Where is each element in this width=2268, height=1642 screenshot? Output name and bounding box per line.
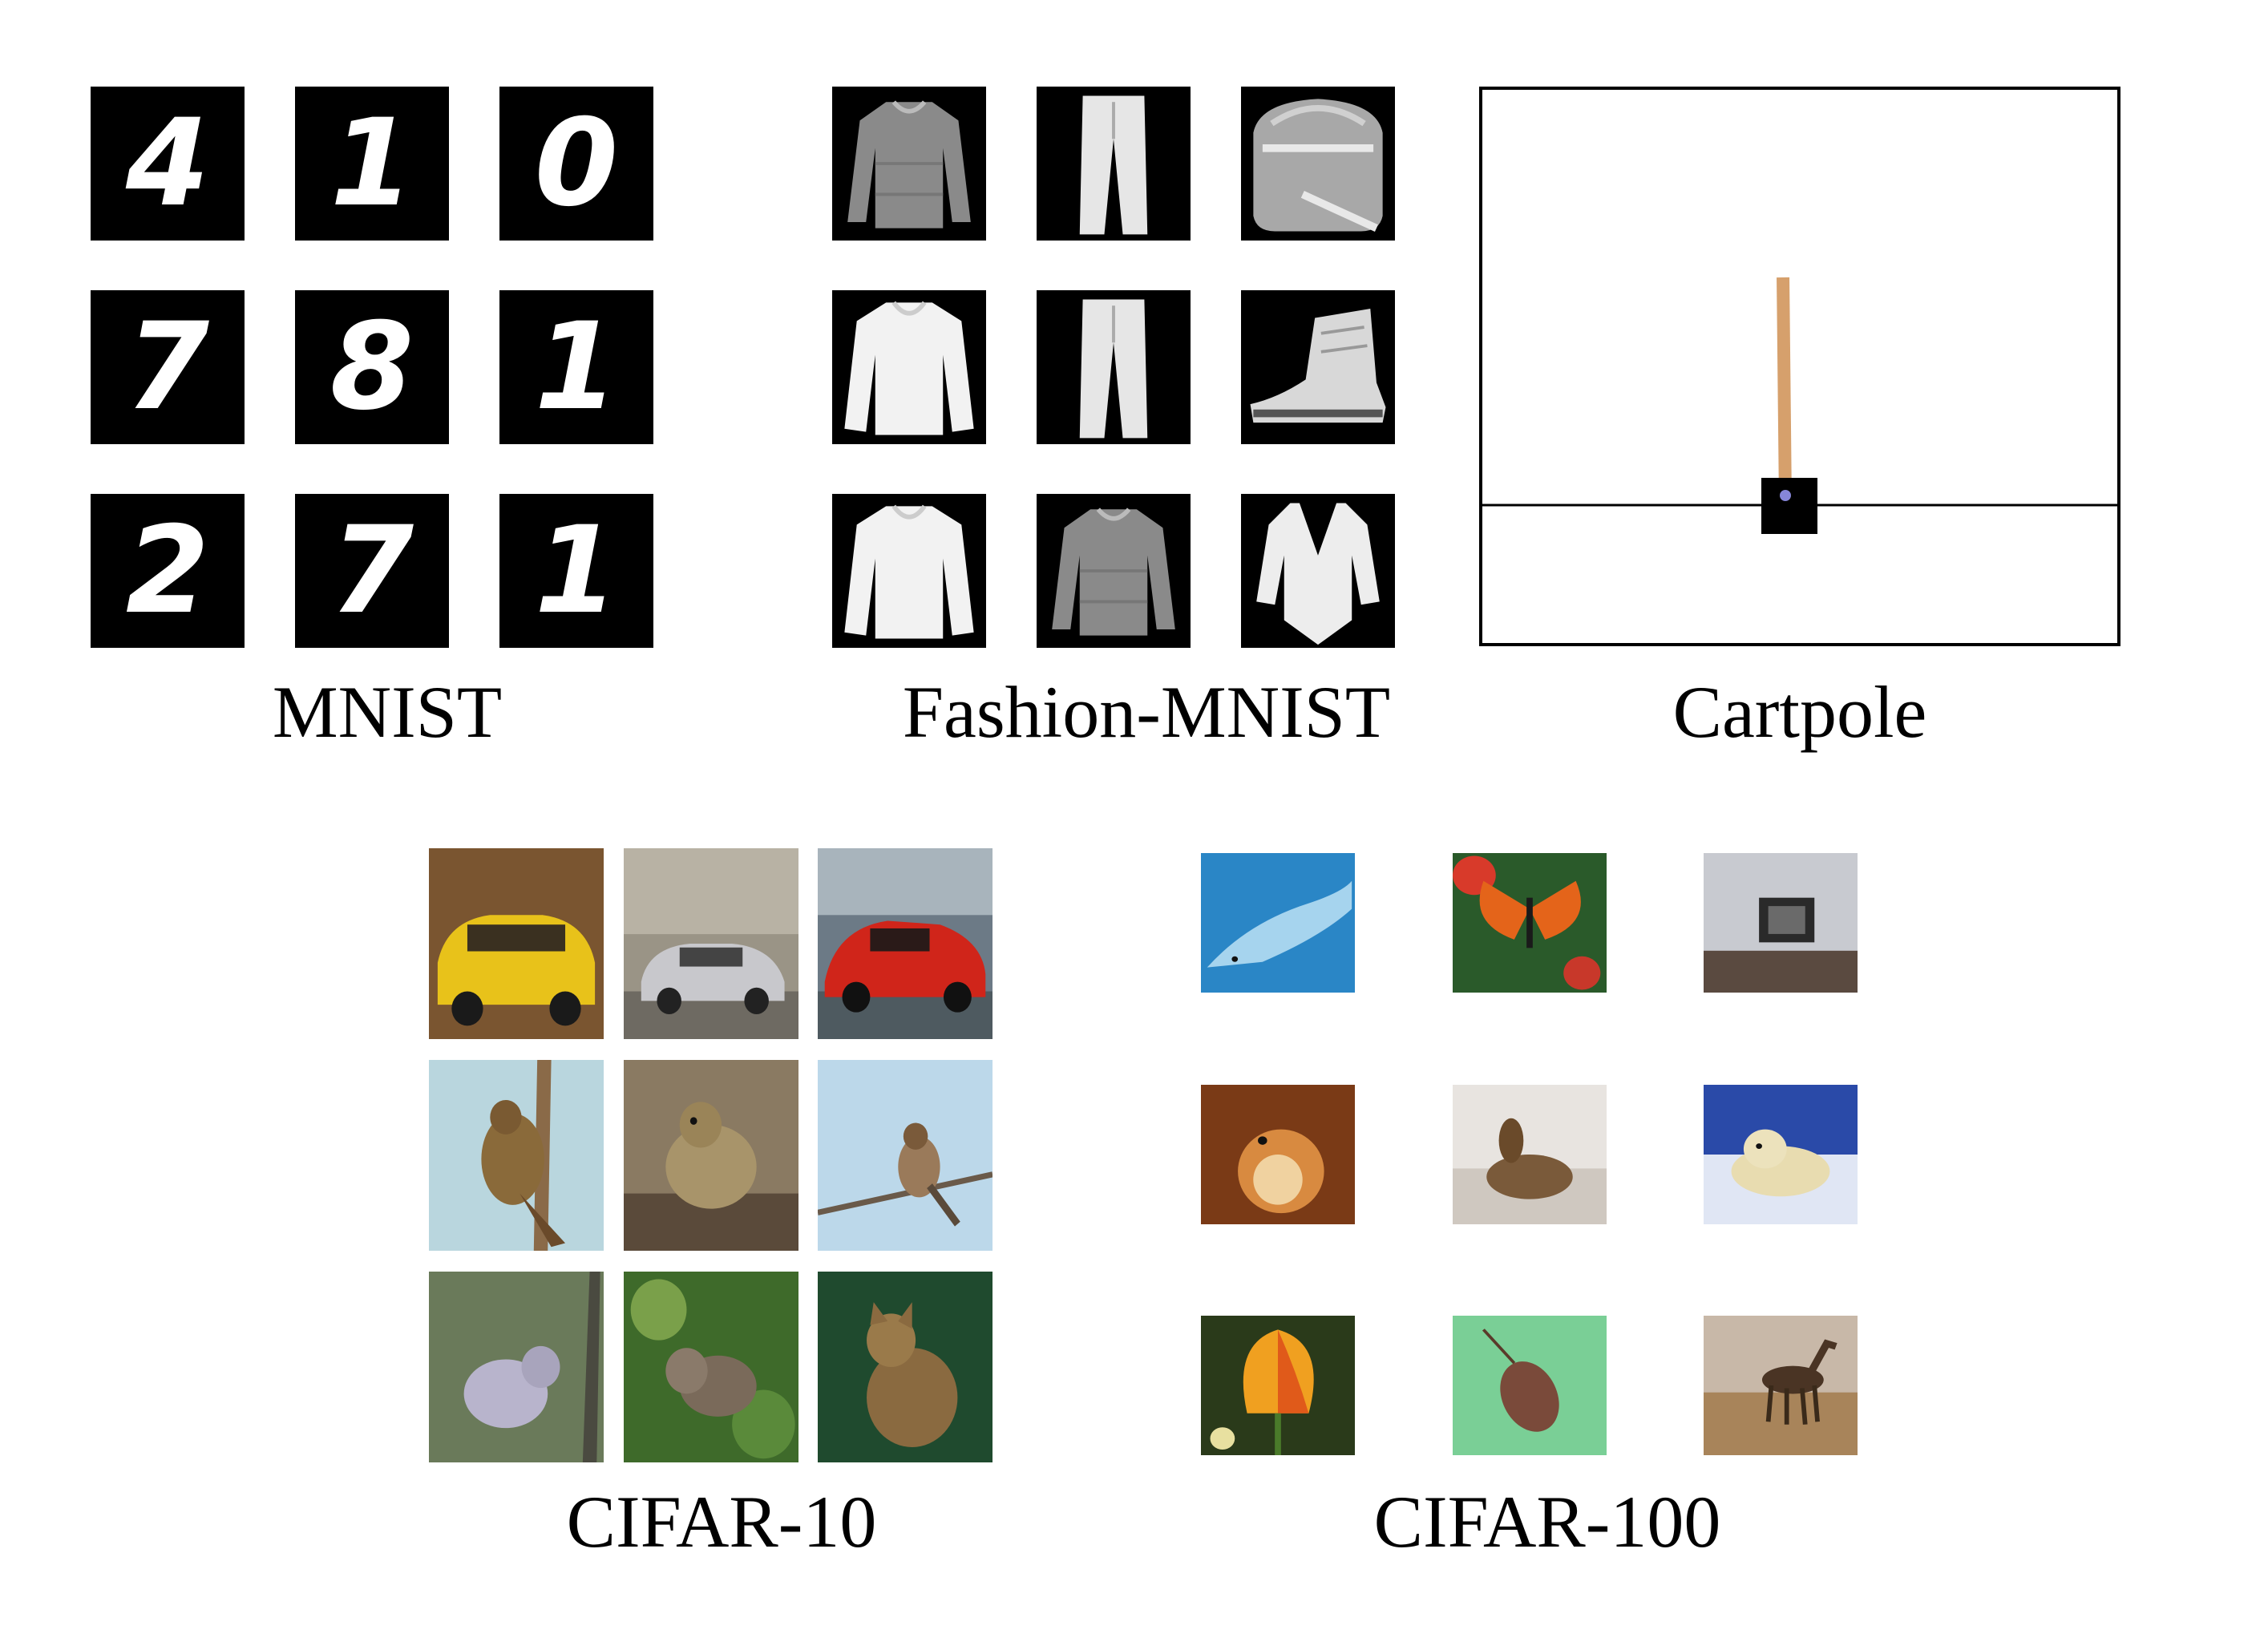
cartpole-pole — [1777, 277, 1792, 504]
bird-on-branch-image — [818, 1060, 993, 1251]
mnist-digit: 7 — [125, 297, 210, 437]
mnist-digit-tile: 1 — [499, 494, 653, 648]
bird-image — [429, 1060, 604, 1251]
tulip-image — [1201, 1316, 1355, 1455]
mnist-digit-tile: 8 — [295, 290, 449, 444]
mnist-digit-tile: 1 — [499, 290, 653, 444]
seal-image — [1704, 1085, 1858, 1224]
cartpole-panel: Cartpole — [1479, 87, 2120, 753]
cifar10-panel: CIFAR-10 — [0, 0, 1122, 1642]
fashion-mnist-panel: Fashion-MNIST — [0, 0, 1443, 770]
mnist-digit: 7 — [329, 501, 414, 641]
silver-car-image — [624, 848, 798, 1039]
cifar10-image-tile — [429, 1272, 604, 1462]
cifar100-label: CIFAR-100 — [1373, 1481, 1721, 1563]
mnist-digit: 1 — [329, 94, 414, 233]
mnist-digit: 4 — [125, 94, 210, 233]
shirt-icon — [844, 301, 974, 435]
shirt-icon — [844, 504, 974, 639]
mnist-digit: 2 — [125, 501, 210, 641]
television-image — [1704, 853, 1858, 993]
hamster-image — [1201, 1085, 1355, 1224]
dress-icon — [1256, 503, 1380, 645]
cartpole-label: Cartpole — [1672, 671, 1927, 753]
cifar10-image-tile — [429, 1060, 604, 1251]
cifar100-image-tile — [1453, 853, 1607, 993]
fashion-mnist-tile — [1241, 494, 1395, 648]
cifar100-image-tile — [1704, 853, 1858, 993]
cat-image — [429, 1272, 604, 1462]
cifar10-image-tile — [429, 848, 604, 1039]
bag-icon — [1253, 99, 1383, 233]
cat-image — [818, 1272, 993, 1462]
cartpole-frame — [1479, 87, 2120, 646]
cifar10-image-tile — [818, 1060, 993, 1251]
mnist-digit-tile: 1 — [295, 87, 449, 241]
camel-image — [1704, 1316, 1858, 1455]
cifar10-image-tile — [624, 1272, 798, 1462]
cifar100-image-tile — [1201, 1085, 1355, 1224]
cifar100-image-tile — [1704, 1316, 1858, 1455]
mnist-digit: 0 — [534, 94, 619, 233]
pullover-icon — [1052, 508, 1175, 636]
cifar10-image-tile — [624, 848, 798, 1039]
bird-image — [624, 1060, 798, 1251]
cartpole-cart — [1761, 478, 1817, 534]
otter-image — [1453, 1085, 1607, 1224]
cifar100-image-tile — [1453, 1316, 1607, 1455]
cifar100-image-tile — [1201, 853, 1355, 993]
mouse-image — [1453, 1316, 1607, 1455]
cartpole-environment — [1479, 87, 2120, 646]
pullover-icon — [847, 100, 971, 229]
fashion-mnist-tile — [1037, 87, 1191, 241]
fashion-mnist-label: Fashion-MNIST — [902, 671, 1391, 753]
fish-image — [1201, 853, 1355, 993]
fashion-mnist-tile — [1241, 87, 1395, 241]
fashion-mnist-tile — [1241, 290, 1395, 444]
fashion-mnist-tile — [1037, 494, 1191, 648]
mnist-digit-tile: 0 — [499, 87, 653, 241]
cifar10-image-tile — [818, 1272, 993, 1462]
mnist-digit-tile: 7 — [91, 290, 245, 444]
trouser-icon — [1079, 95, 1148, 235]
fashion-mnist-tile — [1037, 290, 1191, 444]
mnist-digit-tile: 2 — [91, 494, 245, 648]
cifar100-image-tile — [1201, 1316, 1355, 1455]
butterfly-image — [1453, 853, 1607, 993]
cat-image — [624, 1272, 798, 1462]
cifar100-image-tile — [1704, 1085, 1858, 1224]
red-car-image — [818, 848, 993, 1039]
cifar10-image-tile — [818, 848, 993, 1039]
mnist-digit: 8 — [329, 297, 414, 437]
mnist-digit: 1 — [534, 297, 619, 437]
trouser-icon — [1079, 299, 1148, 439]
mnist-digit-tile: 4 — [91, 87, 245, 241]
fashion-mnist-tile — [832, 494, 986, 648]
mnist-digit: 1 — [534, 501, 619, 641]
yellow-car-image — [429, 848, 604, 1039]
cifar100-image-tile — [1453, 1085, 1607, 1224]
mnist-label: MNIST — [272, 671, 503, 753]
cifar10-label: CIFAR-10 — [566, 1481, 877, 1563]
mnist-digit-tile: 7 — [295, 494, 449, 648]
fashion-mnist-tile — [832, 290, 986, 444]
cifar100-panel: CIFAR-100 — [1201, 853, 1858, 1563]
cifar10-image-tile — [624, 1060, 798, 1251]
fashion-mnist-tile — [832, 87, 986, 241]
ankle-boot-icon — [1250, 309, 1386, 423]
cartpole-axle — [1780, 490, 1791, 501]
